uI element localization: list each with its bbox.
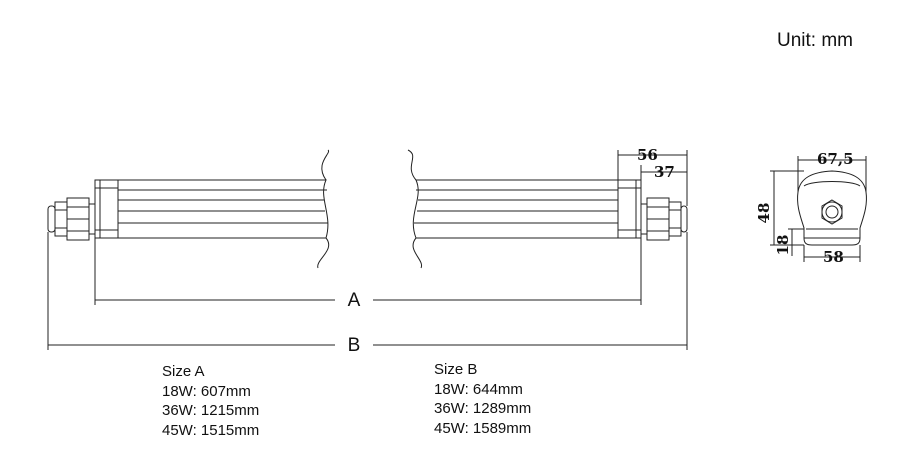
unit-label: Unit: mm	[777, 30, 853, 51]
tube-left-section	[118, 149, 330, 269]
size-b-title: Size B	[434, 361, 478, 378]
size-a-table: Size A 18W: 607mm 36W: 1215mm 45W: 1515m…	[162, 362, 259, 440]
left-cable-gland	[47, 197, 96, 241]
dimension-end-cap	[617, 150, 688, 206]
right-cable-gland	[640, 197, 688, 241]
dimension-base-width-label: 58	[823, 248, 844, 266]
dimension-37-label: 37	[654, 163, 675, 181]
size-a-row: 18W: 607mm	[162, 382, 251, 400]
dimension-height-label: 48	[755, 203, 773, 224]
dimension-a-label: A	[348, 290, 361, 311]
size-a-title: Size A	[162, 363, 205, 380]
dimension-56-label: 56	[637, 146, 658, 164]
cross-section-dimensions	[770, 156, 867, 262]
tube-right-section	[407, 149, 618, 269]
size-b-row: 45W: 1589mm	[434, 419, 532, 437]
right-end-cap	[617, 179, 642, 239]
dimension-width-label: 67,5	[817, 150, 854, 168]
cross-section-profile	[797, 170, 867, 246]
size-b-row: 36W: 1289mm	[434, 400, 532, 417]
dimension-line-b	[47, 232, 688, 350]
dimension-base-height-label: 18	[774, 235, 792, 256]
size-a-row: 36W: 1215mm	[162, 402, 260, 419]
left-end-cap	[94, 179, 119, 239]
dimension-line-a	[94, 238, 642, 305]
dimension-b-label: B	[348, 335, 361, 356]
size-b-table: Size B 18W: 644mm 36W: 1289mm 45W: 1589m…	[434, 360, 531, 438]
size-a-row: 45W: 1515mm	[162, 421, 260, 439]
size-b-row: 18W: 644mm	[434, 380, 523, 398]
